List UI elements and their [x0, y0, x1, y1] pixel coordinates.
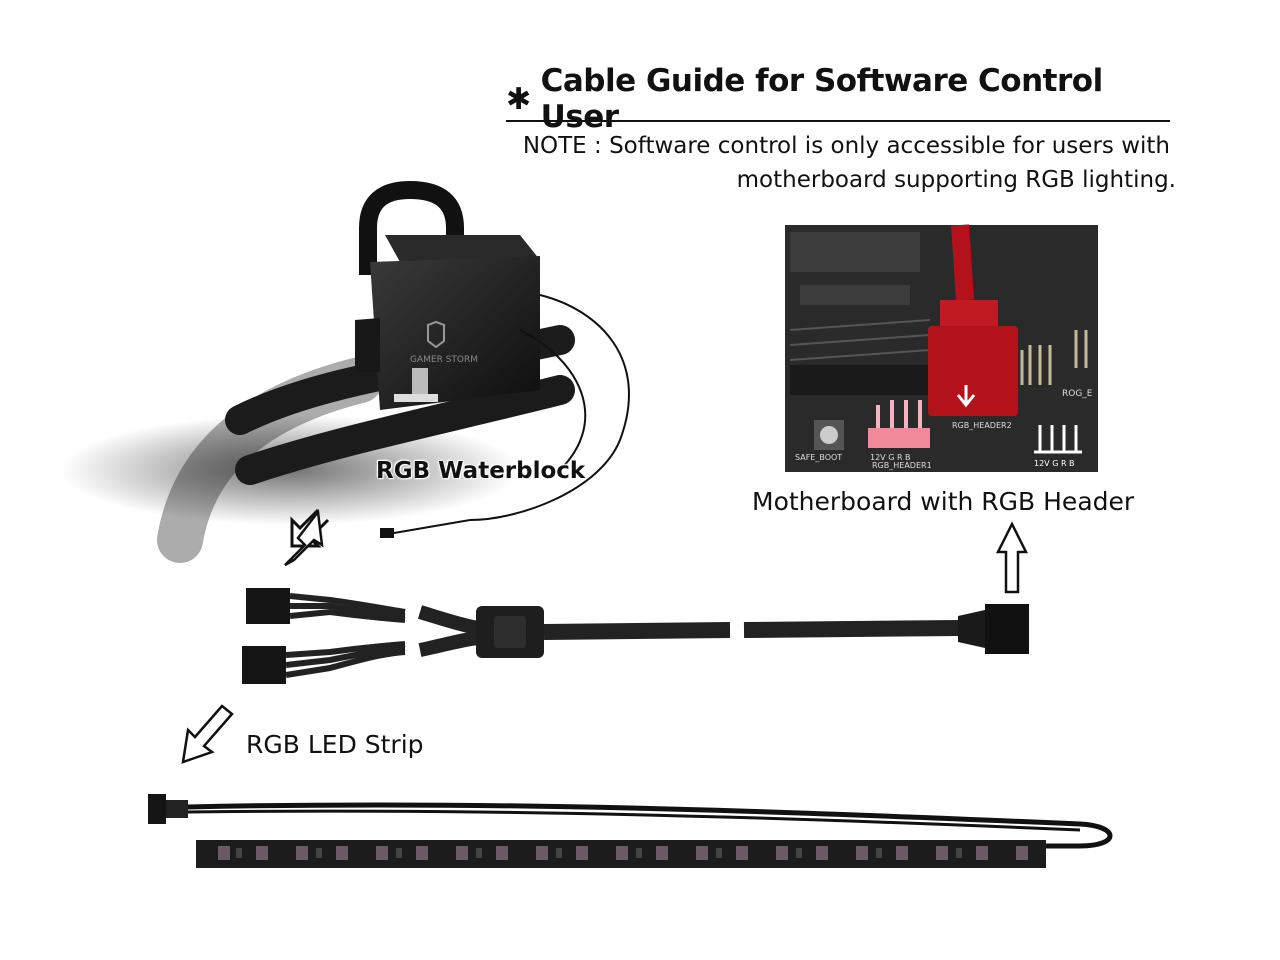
arrow-up-left-icon	[284, 508, 330, 567]
header2-name-label: RGB_HEADER2	[952, 421, 1012, 430]
motherboard-photo: SAFE_BOOT 12V G R B RGB_HEADER1 RGB_HEAD…	[785, 224, 1098, 472]
header1-pin-label: 12V G R B	[870, 453, 911, 462]
arrow-up-icon	[995, 521, 1029, 594]
note-line-1: NOTE : Software control is only accessib…	[522, 133, 1170, 159]
pin-legend-text: 12V G R B	[1034, 459, 1075, 468]
safe-boot-label: SAFE_BOOT	[795, 453, 842, 462]
pin-legend-icon	[1034, 425, 1082, 454]
splitter-cable-image	[242, 588, 1029, 684]
asterisk-icon: ✱	[506, 81, 531, 117]
waterblock-image: GAMER STORM	[60, 180, 630, 563]
header1-name-label: RGB_HEADER1	[872, 461, 932, 470]
arrow-down-left-icon	[181, 704, 234, 764]
motherboard-label: Motherboard with RGB Header	[752, 487, 1135, 516]
led-strip-label: RGB LED Strip	[246, 730, 424, 759]
page-title: ✱ Cable Guide for Software Control User	[506, 63, 1170, 135]
waterblock-label: RGB Waterblock	[376, 458, 586, 484]
waterblock-logo-text: GAMER STORM	[410, 355, 478, 365]
rog-label: ROG_E	[1062, 389, 1093, 399]
note-line-2: motherboard supporting RGB lighting.	[736, 167, 1176, 193]
led-strip-image	[148, 794, 1113, 868]
title-text: Cable Guide for Software Control User	[540, 63, 1104, 135]
